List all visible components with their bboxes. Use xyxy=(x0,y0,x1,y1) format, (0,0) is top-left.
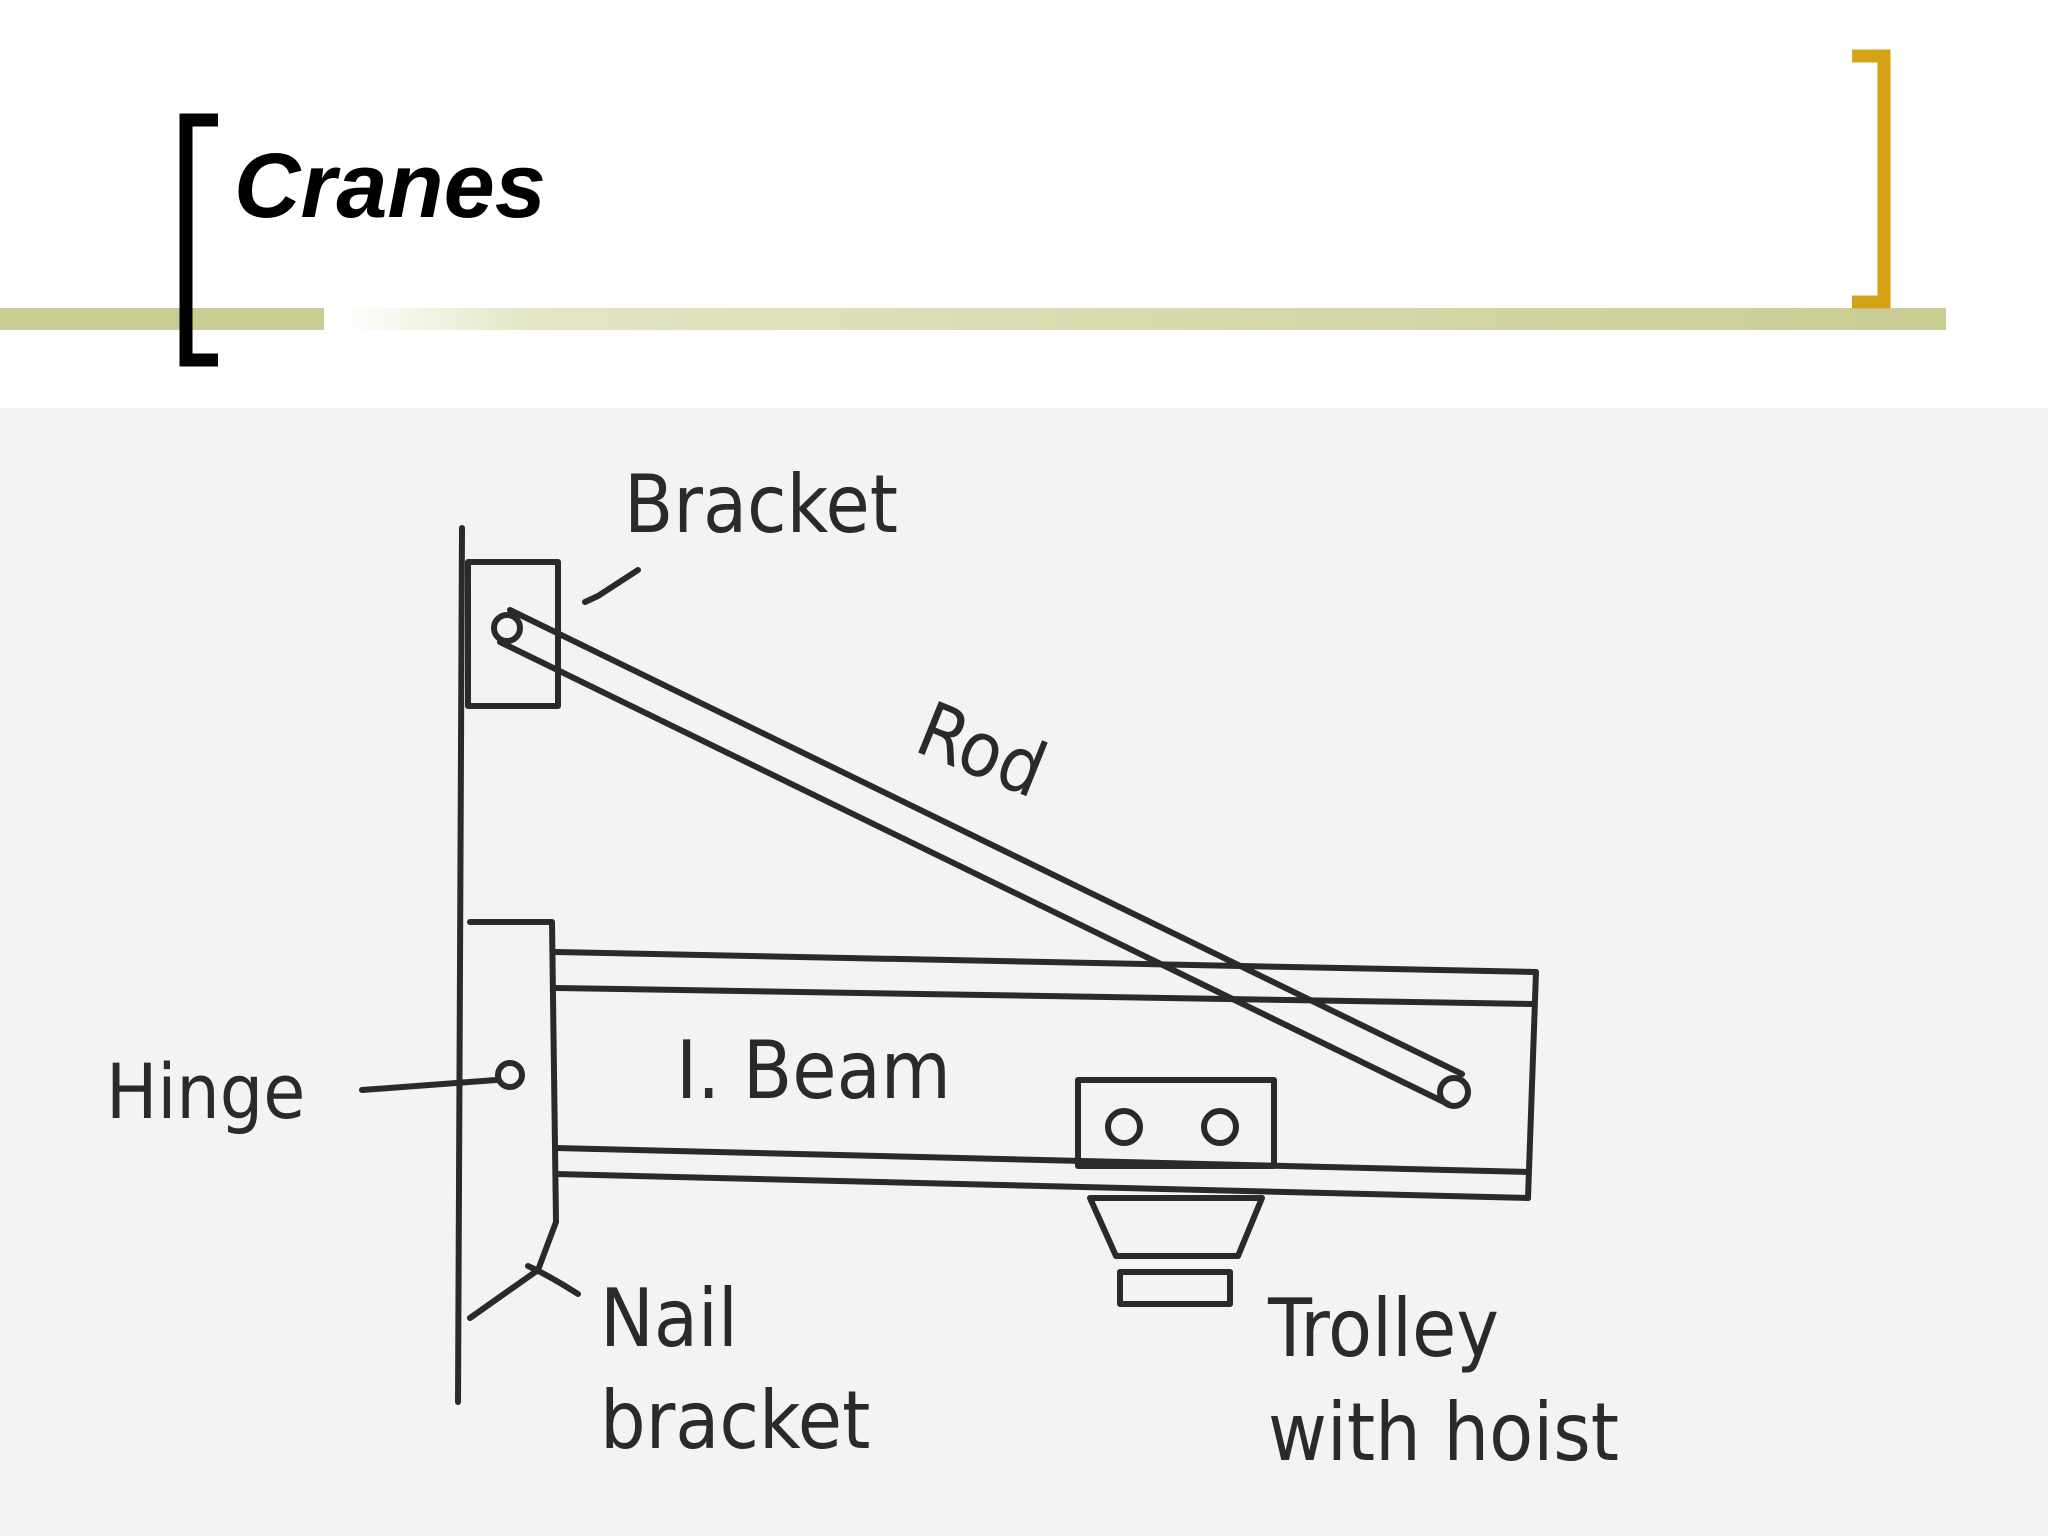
i-beam-top-flange-lower xyxy=(553,985,1535,1007)
left-bracket-icon xyxy=(179,113,218,367)
rod-bottom-edge xyxy=(497,639,1451,1107)
crane-diagram-svg: Bracket Rod Hinge I. Beam Nail bracket T… xyxy=(106,458,1619,1479)
trolley-wheel-left xyxy=(1105,1108,1143,1146)
hinge-pointer xyxy=(359,1077,499,1093)
label-bracket: Bracket xyxy=(624,458,898,551)
wall-line xyxy=(455,525,465,1405)
header-decoration xyxy=(0,49,1946,367)
trolley-body xyxy=(1075,1077,1277,1169)
bracket-pointer xyxy=(582,567,641,605)
rule-left-segment xyxy=(0,308,324,330)
bracket-plate xyxy=(465,559,561,709)
right-bracket-icon xyxy=(1852,49,1891,309)
label-i-beam: I. Beam xyxy=(676,1024,951,1117)
label-nail-bracket-line2: bracket xyxy=(600,1374,870,1467)
nail-bracket-plate xyxy=(467,919,559,1321)
i-beam-top-flange-upper xyxy=(553,949,1539,975)
label-nail-bracket-line1: Nail xyxy=(600,1272,738,1365)
hoist-hook-block xyxy=(1117,1269,1233,1307)
i-beam-end xyxy=(1525,969,1539,1201)
nail-bracket-pointer xyxy=(525,1263,581,1297)
crane-diagram: Bracket Rod Hinge I. Beam Nail bracket T… xyxy=(0,408,2048,1536)
slide-title: Cranes xyxy=(234,135,546,237)
rod-top-edge xyxy=(507,607,1465,1077)
rod-end-pin xyxy=(1437,1075,1471,1109)
label-hinge: Hinge xyxy=(106,1047,305,1136)
label-trolley-line2: with hoist xyxy=(1268,1386,1619,1479)
rule-right-segment xyxy=(340,308,1946,330)
i-beam-bottom-flange-lower xyxy=(553,1171,1531,1201)
label-trolley-line1: Trolley xyxy=(1267,1282,1499,1375)
i-beam-bottom-flange-upper xyxy=(553,1145,1531,1175)
hoist-housing xyxy=(1087,1195,1265,1259)
bracket-pin xyxy=(491,612,523,644)
hinge-pin xyxy=(495,1060,525,1090)
label-rod: Rod xyxy=(905,684,1058,815)
trolley-wheel-right xyxy=(1201,1108,1239,1146)
